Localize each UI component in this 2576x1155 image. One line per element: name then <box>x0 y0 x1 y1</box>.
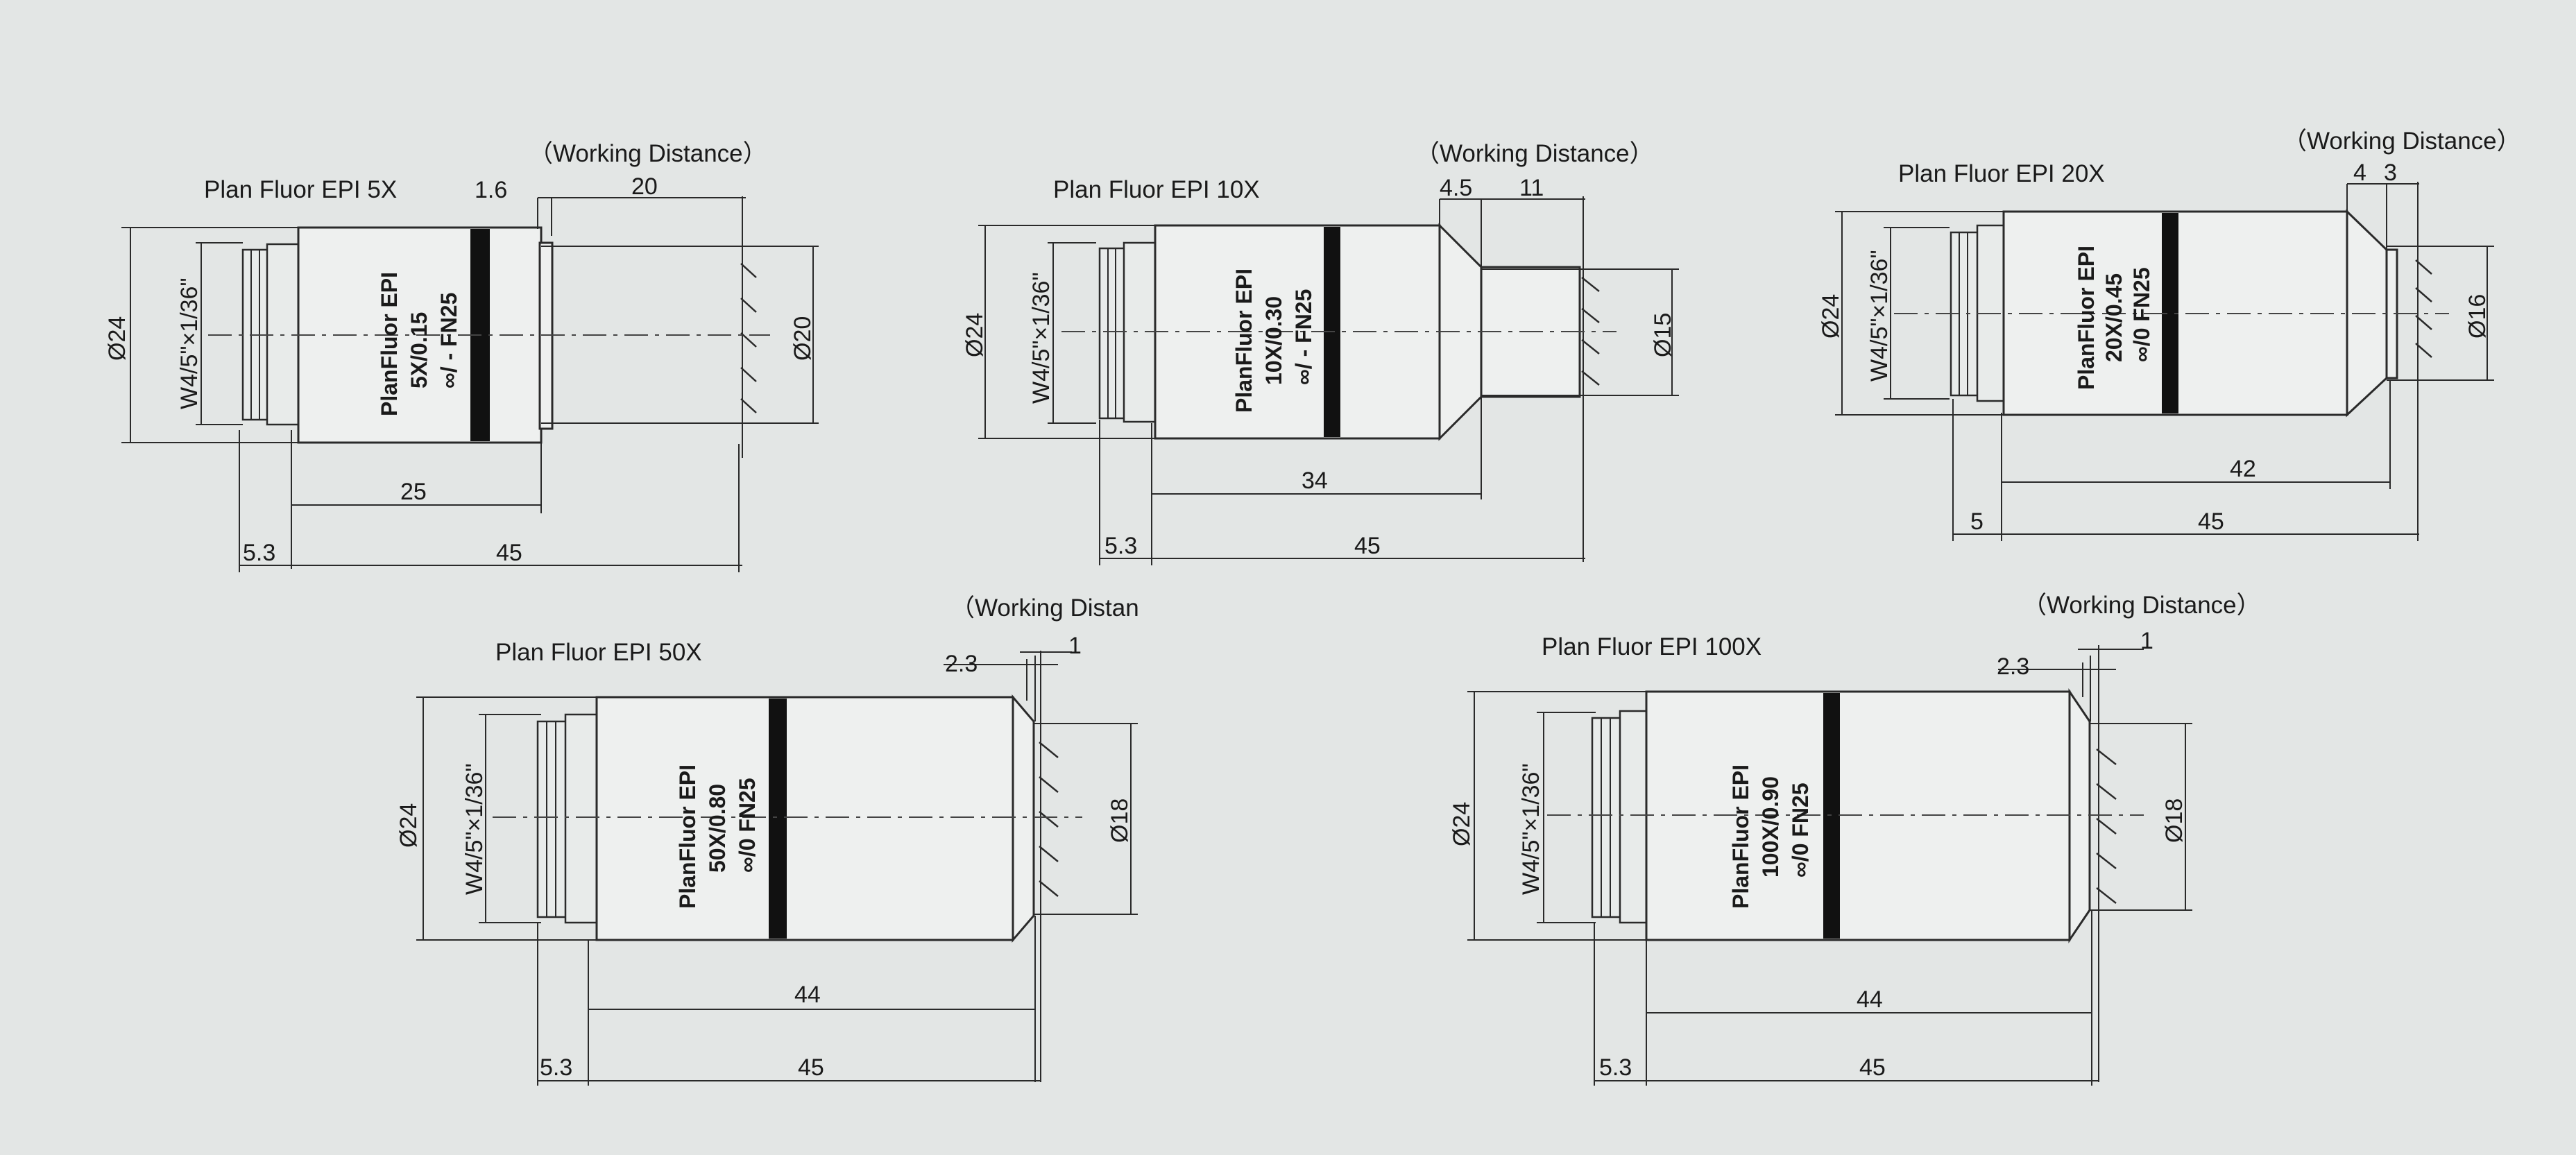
objective-5x-title: Plan Fluor EPI 5X <box>204 176 397 203</box>
objective-100x-barrel-line-1: PlanFluor EPI <box>1728 764 1753 909</box>
objective-10x-diameter-left: Ø24 <box>962 313 988 357</box>
objective-20x-title: Plan Fluor EPI 20X <box>1898 160 2105 187</box>
objective-20x-barrel-line-1: PlanFluor EPI <box>2074 246 2099 390</box>
objective-100x-dim-1: 2.3 <box>1997 653 2029 680</box>
objective-100x-working-distance-label: （Working Distance） <box>2022 592 2261 619</box>
objective-5x-diameter-left: Ø24 <box>104 316 130 361</box>
objective-10x-dim-3: 34 <box>1302 468 1328 494</box>
objective-5x-dim-4: 5.3 <box>243 540 275 566</box>
objective-50x-drawing: Plan Fluor EPI 50X （Working Distan 2.3 1 <box>395 594 1139 1086</box>
objective-20x-diameter-right: Ø16 <box>2464 294 2491 339</box>
objective-100x-dim-2: 1 <box>2140 628 2153 654</box>
objective-5x-dim-3: 25 <box>400 479 427 505</box>
objective-10x-diameter-right: Ø15 <box>1650 313 1676 357</box>
objective-5x-barrel-line-2: 5X/0.15 <box>407 312 432 388</box>
objective-10x-dim-5: 45 <box>1354 533 1381 559</box>
objective-50x-diameter-left: Ø24 <box>395 803 422 848</box>
objective-20x-dim-5: 45 <box>2198 508 2224 535</box>
objective-5x-drawing: Plan Fluor EPI 5X （Working Distance） <box>104 140 819 572</box>
objective-20x-dim-1: 4 <box>2353 160 2366 186</box>
objective-50x-diameter-right: Ø18 <box>1107 798 1133 843</box>
objective-100x-dim-4: 5.3 <box>1599 1054 1632 1081</box>
objective-50x-dim-4: 5.3 <box>540 1054 572 1081</box>
objective-20x-dim-2: 3 <box>2384 160 2397 186</box>
objective-100x-dim-3: 44 <box>1857 986 1883 1013</box>
objective-10x-dim-1: 4.5 <box>1440 175 1472 201</box>
objective-10x-drawing: Plan Fluor EPI 10X （Working Distance） 4.… <box>962 140 1679 565</box>
objective-50x-barrel-line-2: 50X/0.80 <box>705 784 730 873</box>
objective-5x-dim-2: 20 <box>631 173 658 200</box>
objective-20x-working-distance-label: （Working Distance） <box>2283 128 2521 155</box>
objective-10x-thread-spec: W4/5"×1/36" <box>1028 272 1055 404</box>
objective-100x-dim-5: 45 <box>1859 1054 1886 1081</box>
objective-20x-barrel-line-2: 20X/0.45 <box>2101 273 2126 362</box>
objective-20x-dim-3: 42 <box>2230 456 2256 482</box>
objective-100x-barrel-line-2: 100X/0.90 <box>1758 776 1783 878</box>
objective-50x-barrel-line-1: PlanFluor EPI <box>675 764 700 909</box>
objective-50x-barrel-line-3: ∞/0 FN25 <box>735 778 760 873</box>
objective-10x-working-distance-label: （Working Distance） <box>1415 140 1654 167</box>
objective-10x-dim-4: 5.3 <box>1104 533 1137 559</box>
objective-5x-barrel-line-3: ∞/ - FN25 <box>436 293 461 388</box>
objective-10x-barrel-line-3: ∞/ - FN25 <box>1291 289 1316 385</box>
objective-5x-diameter-right: Ø20 <box>790 316 816 361</box>
objective-50x-dim-3: 44 <box>794 982 821 1008</box>
objective-5x-dim-1: 1.6 <box>475 177 507 203</box>
objective-20x-drawing: Plan Fluor EPI 20X （Working Distance） 4 … <box>1818 128 2521 541</box>
objective-50x-working-distance-label: （Working Distan <box>950 594 1139 622</box>
objective-100x-diameter-left: Ø24 <box>1449 802 1475 846</box>
objective-20x-barrel-line-3: ∞/0 FN25 <box>2129 267 2154 362</box>
objective-10x-title: Plan Fluor EPI 10X <box>1053 176 1260 203</box>
objective-100x-thread-spec: W4/5"×1/36" <box>1518 763 1544 895</box>
objective-5x-barrel-line-1: PlanFluor EPI <box>377 272 402 416</box>
objective-5x-dim-5: 45 <box>496 540 522 566</box>
objective-100x-title: Plan Fluor EPI 100X <box>1542 633 1762 660</box>
objective-10x-dim-2: 11 <box>1519 175 1544 201</box>
objective-50x-title: Plan Fluor EPI 50X <box>495 639 702 666</box>
objective-10x-barrel-line-1: PlanFluor EPI <box>1231 268 1256 413</box>
objective-100x-diameter-right: Ø18 <box>2161 798 2187 843</box>
objective-50x-dim-5: 45 <box>798 1054 824 1081</box>
objective-20x-dim-4: 5 <box>1970 508 1984 535</box>
objective-20x-thread-spec: W4/5"×1/36" <box>1866 250 1893 382</box>
objective-50x-dim-1: 2.3 <box>945 651 978 677</box>
objective-5x-working-distance-label: （Working Distance） <box>529 140 767 167</box>
objective-10x-barrel-line-2: 10X/0.30 <box>1261 296 1286 385</box>
objective-100x-barrel-line-3: ∞/0 FN25 <box>1788 782 1813 878</box>
objective-100x-drawing: Plan Fluor EPI 100X （Working Distance） 2… <box>1449 592 2261 1086</box>
objective-50x-dim-2: 1 <box>1068 633 1082 659</box>
objective-50x-thread-spec: W4/5"×1/36" <box>461 763 488 895</box>
objective-5x-thread-spec: W4/5"×1/36" <box>176 277 203 409</box>
objective-20x-diameter-left: Ø24 <box>1818 294 1844 339</box>
